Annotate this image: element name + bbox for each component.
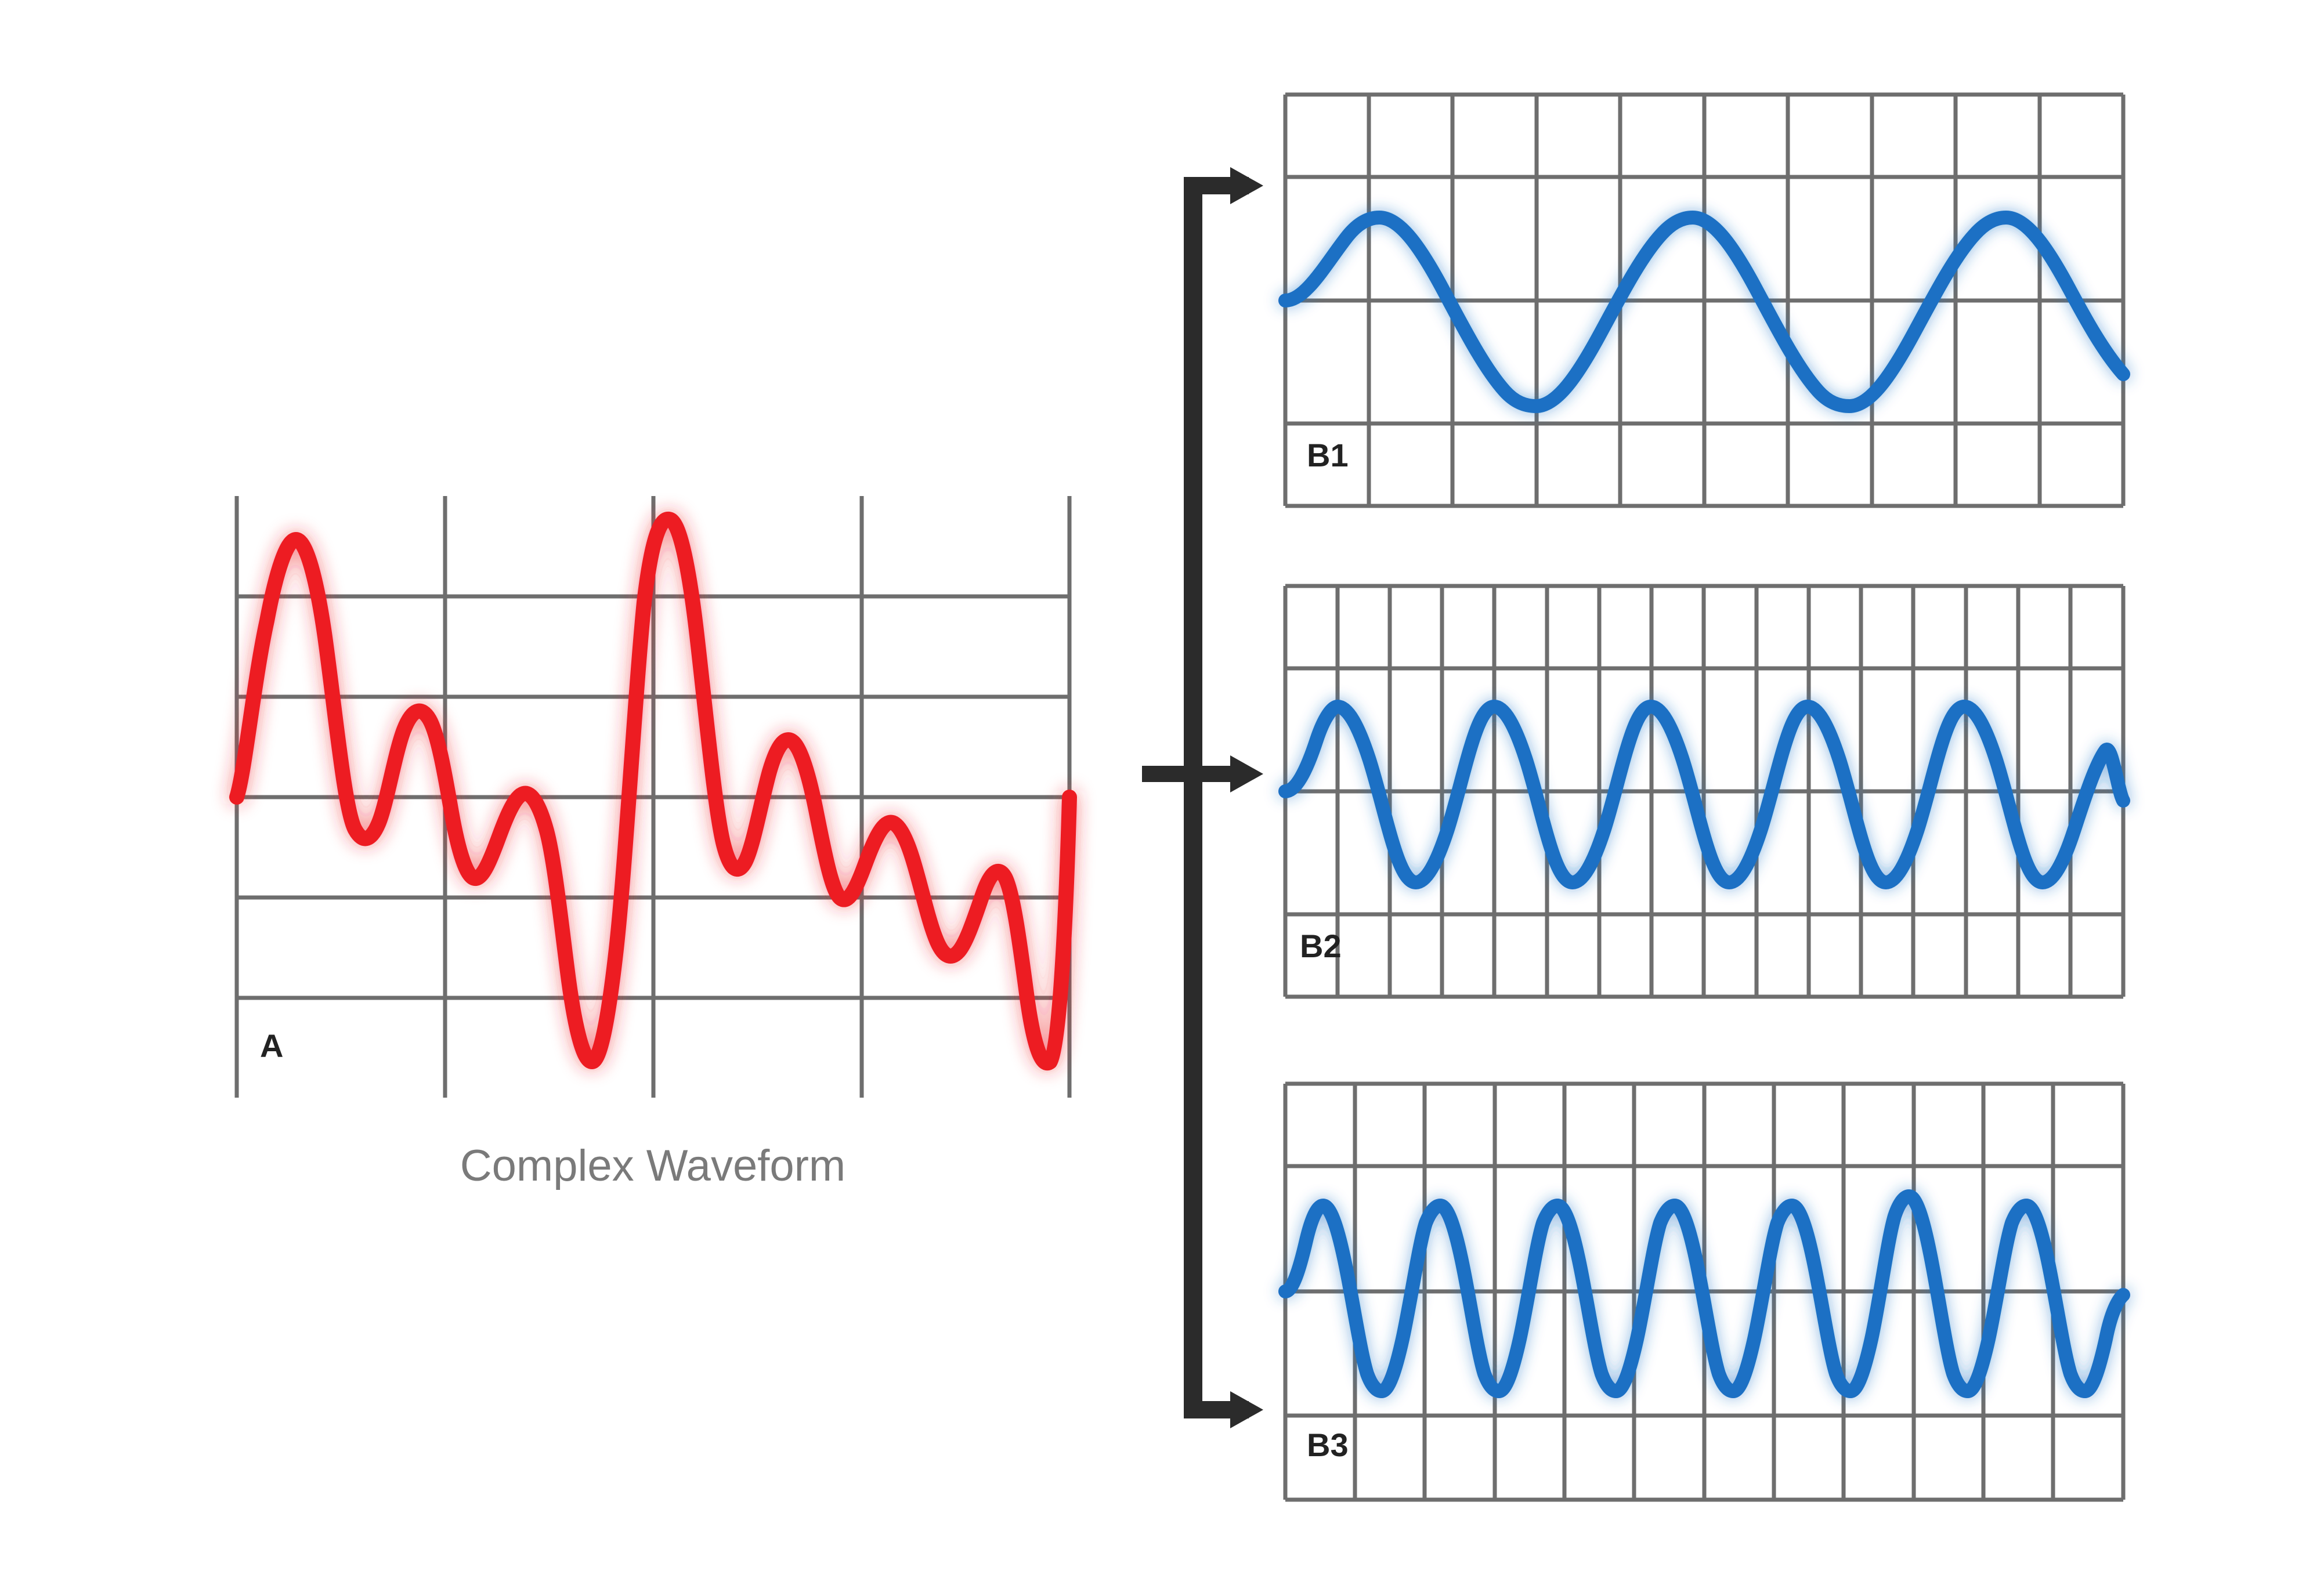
- panel-B2-grid: [1283, 584, 2126, 999]
- panel-label-b1: B1: [1307, 437, 1349, 473]
- figure-caption: Complex Waveform: [460, 1141, 846, 1190]
- distribution-arrows: [1142, 167, 1263, 1428]
- arrow-to-b2: [1184, 755, 1263, 792]
- panel-B2: [1278, 584, 2130, 999]
- panel-B3-grid: [1283, 1081, 2126, 1502]
- panel-label-a: A: [260, 1027, 284, 1064]
- arrow-vertical-bus: [1184, 177, 1202, 1418]
- arrow-to-b3: [1184, 1391, 1263, 1428]
- arrow-to-b1: [1184, 167, 1263, 204]
- panel-A: [229, 496, 1077, 1098]
- panel-B3-component-waveform: [1278, 1189, 2130, 1398]
- panel-B1-component-waveform: [1278, 211, 2130, 413]
- panel-label-b2: B2: [1300, 928, 1342, 964]
- panel-A-complex-waveform: [229, 511, 1077, 1070]
- panel-label-b3: B3: [1307, 1427, 1349, 1463]
- panel-B2-component-waveform: [1278, 700, 2130, 889]
- panel-B1-grid: [1283, 92, 2126, 508]
- panel-B1: [1278, 92, 2130, 508]
- panel-B3: [1278, 1081, 2130, 1502]
